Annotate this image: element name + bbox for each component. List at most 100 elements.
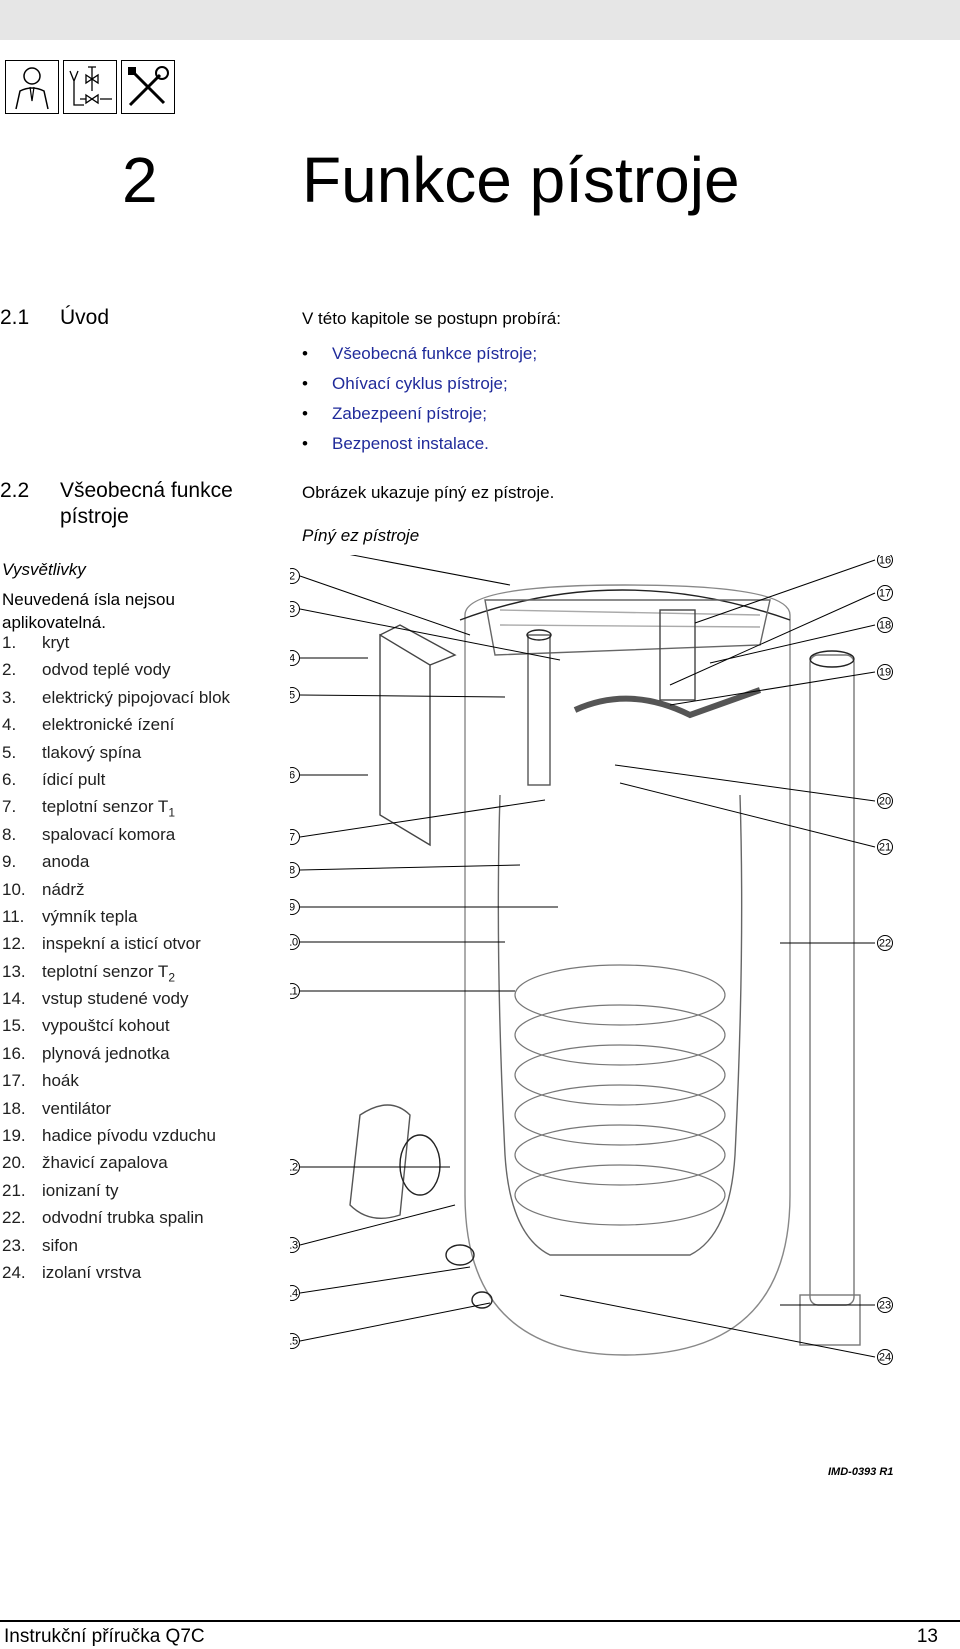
- page-number: 13: [916, 1626, 938, 1647]
- legend-item-text: inspekní a isticí otvor: [42, 934, 201, 954]
- legend-item: 15. vypouštcí kohout: [2, 1015, 230, 1042]
- callout-number: 8: [290, 865, 295, 877]
- callout-number: 5: [290, 690, 295, 702]
- legend-item: 24.izolaní vrstva: [2, 1262, 230, 1289]
- callout-circle: [290, 1285, 300, 1301]
- callout-circle: [877, 585, 893, 601]
- list-item[interactable]: •Bezpenost instalace.: [302, 434, 489, 453]
- legend-item: 16.plynová jednotka: [2, 1043, 230, 1070]
- legend-item-number: 23.: [2, 1235, 26, 1255]
- legend-item-number: 8.: [2, 824, 17, 844]
- callout-number: 13: [290, 1240, 298, 1252]
- legend-item-text: teplotní senzor T: [42, 961, 169, 981]
- legend-item-text: spalovací komora: [42, 824, 176, 844]
- legend-title: Vysvětlivky: [2, 560, 86, 579]
- callout-number: 17: [879, 588, 891, 600]
- callout-circle: [877, 1297, 893, 1313]
- legend-item-text: vypouštcí kohout: [42, 1016, 170, 1036]
- legend-item-number: 15.: [2, 1016, 26, 1036]
- legend-item-text: anoda: [42, 852, 90, 872]
- legend-item-number: 9.: [2, 852, 17, 872]
- list-item[interactable]: •Ohívací cyklus pístroje;: [302, 374, 508, 393]
- list-item[interactable]: •Všeobecná funkce pístroje;: [302, 344, 538, 363]
- legend-item-text: teplotní senzor T: [42, 797, 169, 817]
- section-number: 2.2: [0, 479, 30, 502]
- callout-number: 18: [879, 620, 891, 632]
- legend-item-text: vstup studené vody: [42, 989, 189, 1009]
- legend-item: 2. odvod teplé vody: [2, 659, 230, 686]
- callout-circle: [290, 568, 300, 584]
- legend-item: 13.teplotní senzor T2: [2, 961, 230, 988]
- legend-item: 19. hadice pívodu vzduchu: [2, 1125, 230, 1152]
- callout-circle: [877, 793, 893, 809]
- callout-number: 19: [879, 667, 891, 679]
- legend-item-text: výmník tepla: [42, 906, 138, 926]
- legend-item-text: tlakový spína: [42, 742, 142, 762]
- callout-circle: [290, 1333, 300, 1349]
- figure-caption: Píný ez pístroje: [302, 526, 420, 545]
- legend-item-number: 21.: [2, 1180, 26, 1200]
- callout-number: 3: [290, 604, 295, 616]
- legend-item: 18.ventilátor: [2, 1098, 230, 1125]
- callout-group: 123456789101112131415161718192021222324: [290, 555, 893, 1365]
- legend-item: 22. odvodní trubka spalin: [2, 1207, 230, 1234]
- list-item[interactable]: •Zabezpeení pístroje;: [302, 404, 487, 423]
- legend-item-subscript: 1: [168, 805, 176, 820]
- legend-item-text: odvodní trubka spalin: [42, 1208, 204, 1228]
- legend-item-text: elektrický pipojovací blok: [42, 687, 231, 707]
- callout-circle: [877, 664, 893, 680]
- callout-circle: [877, 839, 893, 855]
- legend-item: 1.kryt: [2, 632, 230, 659]
- gas-valve-symbol-icon: [63, 60, 117, 114]
- legend-item-text: hoák: [42, 1071, 79, 1091]
- section-heading-intro: 2.1 Úvod: [0, 305, 280, 335]
- legend-item: 7.teplotní senzor T1: [2, 796, 230, 823]
- callout-number: 22: [879, 938, 891, 950]
- legend-item: 6.ídicí pult: [2, 769, 230, 796]
- legend-item: 8. spalovací komora: [2, 824, 230, 851]
- legend-item: 20. žhavicí zapalova: [2, 1152, 230, 1179]
- callout-circle: [290, 767, 300, 783]
- legend-item-number: 19.: [2, 1126, 26, 1146]
- intro-lead: V této kapitole se postupn probírá:: [302, 309, 561, 328]
- callout-number: 4: [290, 653, 295, 665]
- section-heading-general: 2.2 Všeobecná funkce pístroje: [0, 478, 280, 538]
- legend-item: 23.sifon: [2, 1235, 230, 1262]
- chapter-title: Funkce pístroje: [302, 144, 740, 216]
- legend-item-number: 14.: [2, 989, 26, 1009]
- user-technician-icon: [5, 60, 59, 114]
- legend-item-text: ventilátor: [42, 1098, 111, 1118]
- callout-circle: [290, 983, 300, 999]
- legend-item-subscript: 2: [168, 970, 176, 985]
- legend-item-number: 3.: [2, 687, 17, 707]
- footer-title: Instrukční příručka Q7C: [4, 1626, 205, 1647]
- legend-item-text: ionizaní ty: [42, 1180, 119, 1200]
- callout-number: 24: [879, 1352, 891, 1364]
- chapter-number: 2: [122, 144, 158, 216]
- callout-number: 7: [290, 832, 295, 844]
- cross-section-diagram: 123456789101112131415161718192021222324: [290, 555, 893, 1365]
- legend-item-text: žhavicí zapalova: [42, 1153, 168, 1173]
- callout-number: 12: [290, 1162, 298, 1174]
- legend-item: 9. anoda: [2, 851, 230, 878]
- figure-code: IMD-0393 R1: [828, 1466, 894, 1478]
- callout-circle: [877, 935, 893, 951]
- legend-item-number: 4.: [2, 715, 17, 735]
- callout-circle: [290, 601, 300, 617]
- callout-circle: [877, 555, 893, 568]
- legend-item-number: 22.: [2, 1208, 26, 1228]
- legend-item: 3. elektrický pipojovací blok: [2, 687, 230, 714]
- legend-item-text: hadice pívodu vzduchu: [42, 1126, 216, 1146]
- callout-number: 23: [879, 1300, 891, 1312]
- tools-icon: [121, 60, 175, 114]
- legend-item-number: 2.: [2, 660, 17, 680]
- legend-item-text: odvod teplé vody: [42, 660, 171, 680]
- legend-item-number: 10.: [2, 879, 26, 899]
- legend-item-number: 6.: [2, 769, 17, 789]
- legend-item-number: 20.: [2, 1153, 26, 1173]
- legend-item: 14. vstup studené vody: [2, 988, 230, 1015]
- intro-bullet-list: •Všeobecná funkce pístroje; •Ohívací cyk…: [302, 343, 537, 463]
- legend-note: Neuvedená ísla nejsou aplikovatelná.: [2, 590, 175, 632]
- legend-item: 4.elektronické ízení: [2, 714, 230, 741]
- legend-item-number: 17.: [2, 1071, 26, 1091]
